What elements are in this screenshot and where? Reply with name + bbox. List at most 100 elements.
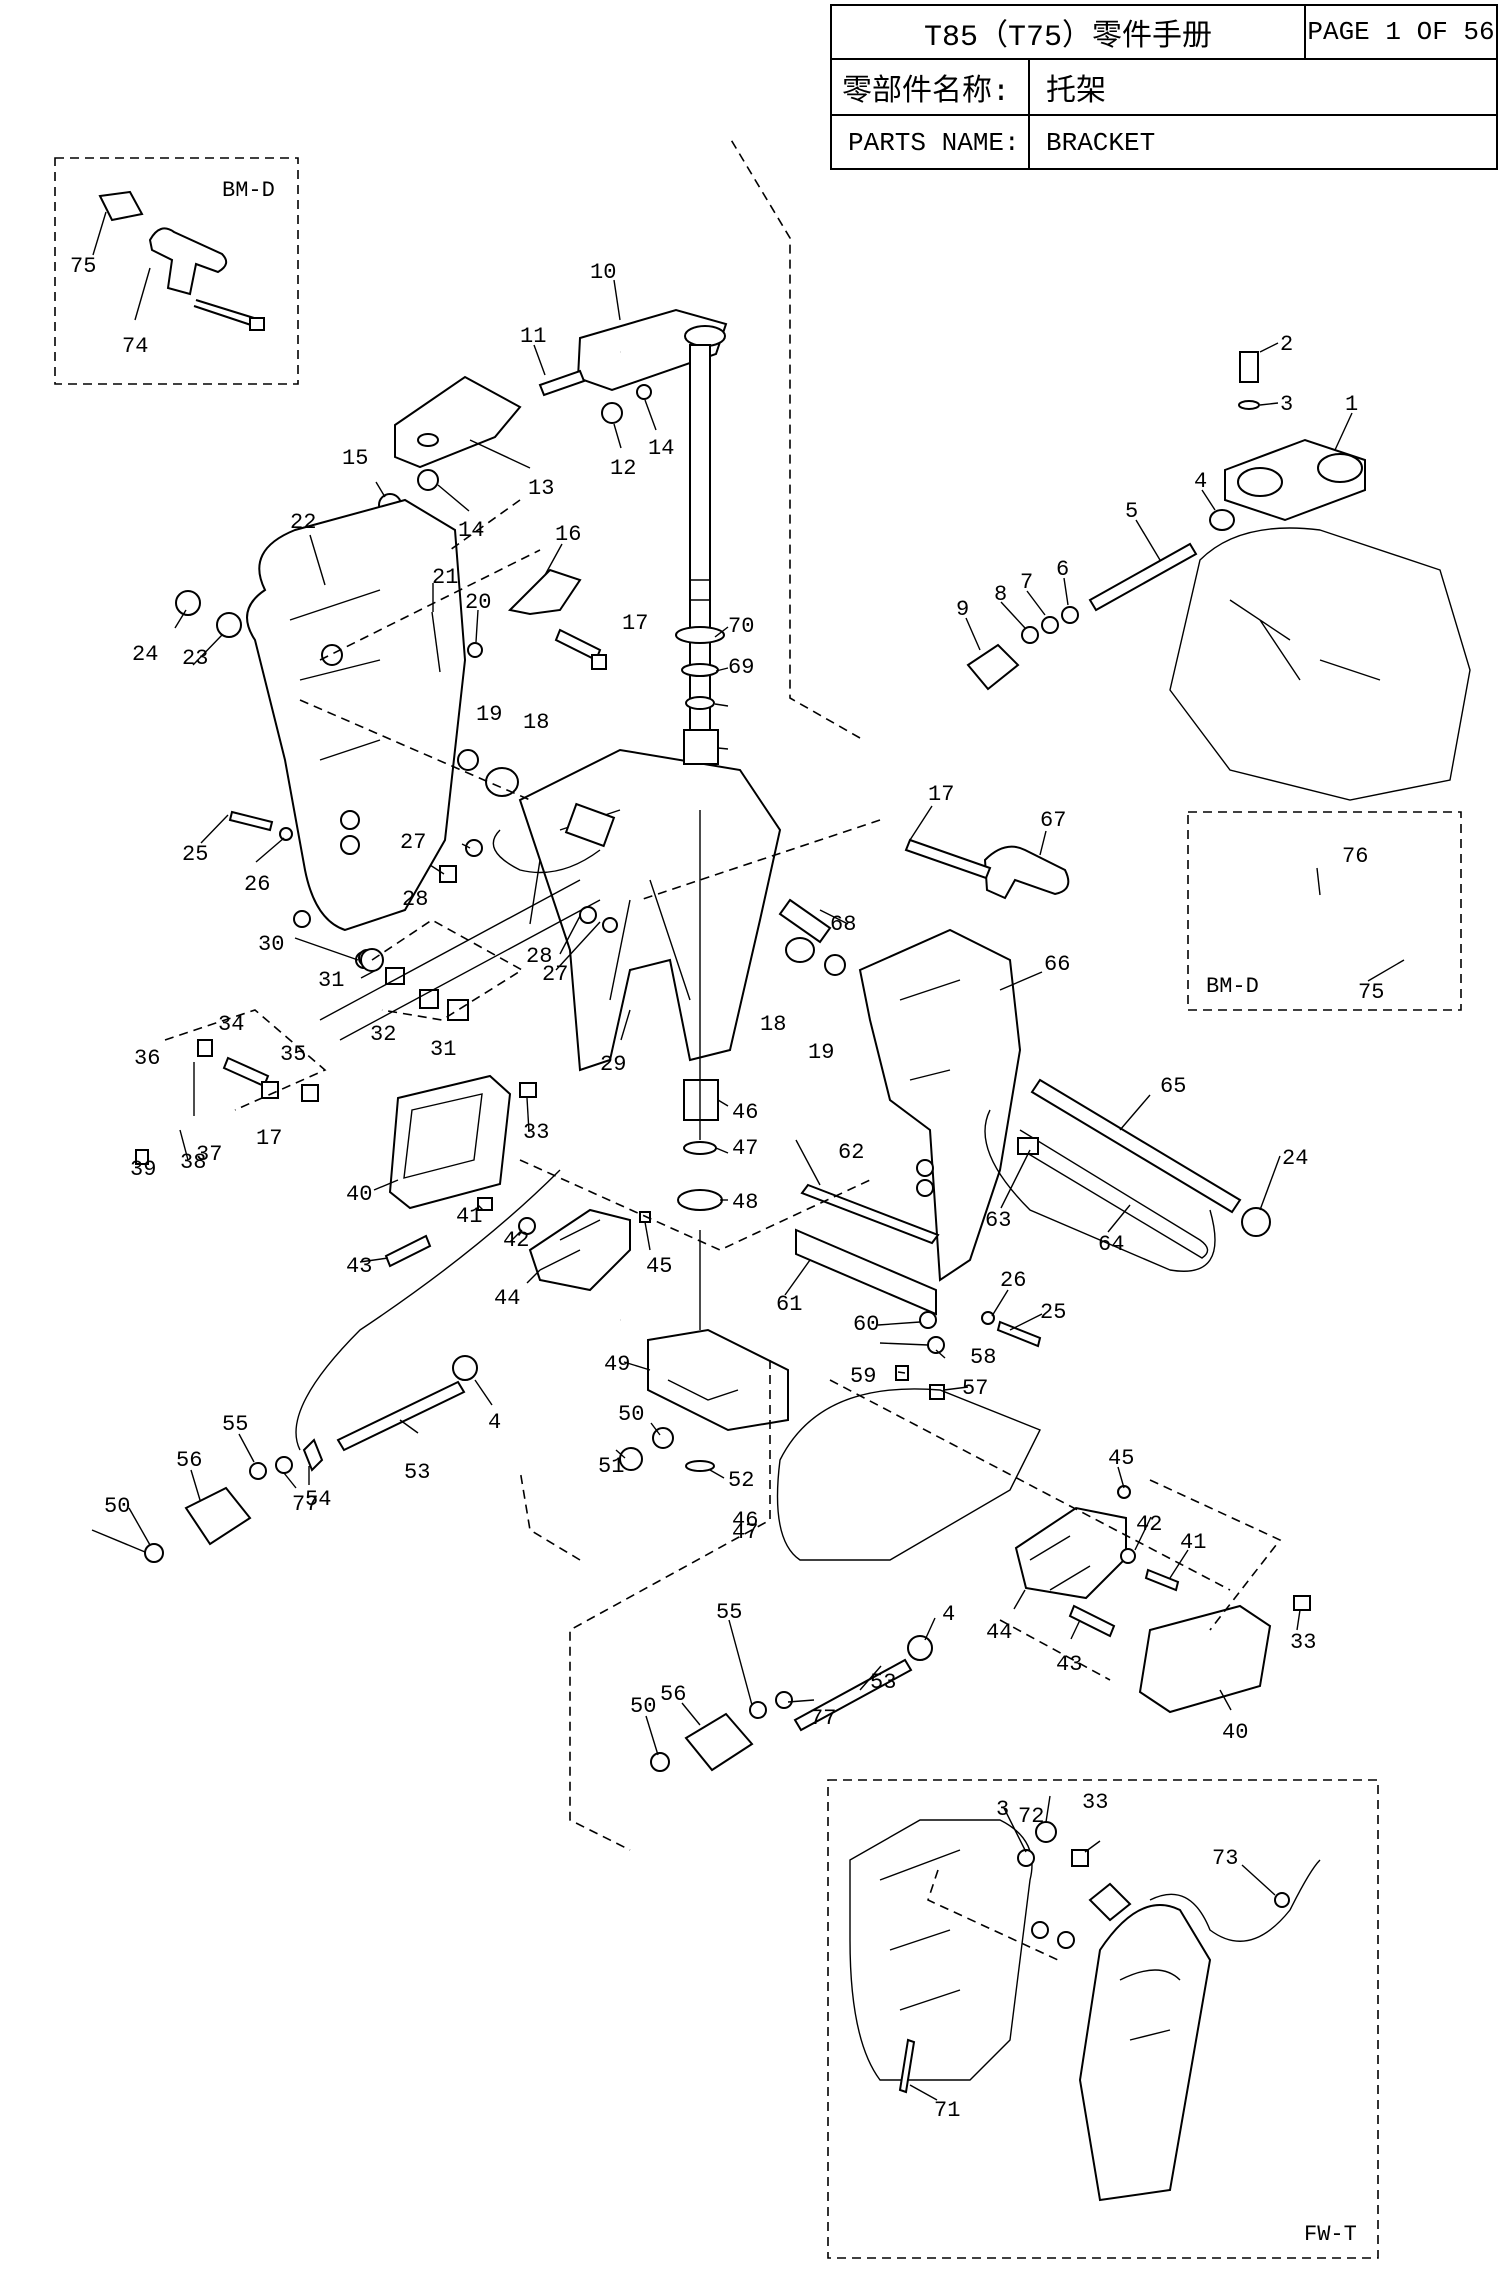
- callout: 19: [476, 702, 502, 727]
- callout: 46: [732, 1508, 758, 1533]
- callout: 36: [134, 1046, 160, 1071]
- callout: 69: [728, 655, 754, 680]
- callout: 67: [1040, 808, 1066, 833]
- callout: 76: [1342, 844, 1368, 869]
- parts-name-value-en: BRACKET: [1046, 128, 1156, 158]
- variant-label-fwt: FW-T: [1304, 2222, 1357, 2247]
- callout: 30: [258, 932, 284, 957]
- callout: 37: [196, 1142, 222, 1167]
- callout: 24: [132, 642, 158, 667]
- callout: 21: [432, 565, 458, 590]
- callout: 63: [985, 1208, 1011, 1233]
- callout: 4: [1194, 469, 1207, 494]
- callout: 41: [1180, 1530, 1206, 1555]
- callout: 17: [928, 782, 954, 807]
- callout: 22: [290, 510, 316, 535]
- callout: 62: [838, 1140, 864, 1165]
- callout: 58: [970, 1345, 996, 1370]
- callout: 26: [1000, 1268, 1026, 1293]
- plate-61: [795, 1228, 937, 1316]
- callout: 61: [776, 1292, 802, 1317]
- callout: 3: [996, 1797, 1009, 1822]
- tilt-tube-65: [1030, 1078, 1242, 1214]
- callout: 72: [1018, 1804, 1044, 1829]
- callout: 74: [122, 334, 148, 359]
- title-row: T85（T75）零件手册 PAGE 1 OF 56: [832, 6, 1496, 60]
- callout: 14: [458, 518, 484, 543]
- callout: 28: [402, 887, 428, 912]
- callout: 50: [618, 1402, 644, 1427]
- callout: 29: [600, 1052, 626, 1077]
- callout: 27: [542, 962, 568, 987]
- callout: 2: [1280, 332, 1293, 357]
- callout: 1: [1345, 392, 1358, 417]
- callout: 11: [520, 324, 546, 349]
- callout: 47: [732, 1136, 758, 1161]
- callout: 16: [555, 522, 581, 547]
- callout: 41: [456, 1204, 482, 1229]
- callout: 54: [305, 1487, 331, 1512]
- parts-name-label-en: PARTS NAME:: [848, 128, 1020, 158]
- callout: 55: [716, 1600, 742, 1625]
- callout: 5: [1125, 499, 1138, 524]
- callout: 25: [182, 842, 208, 867]
- callout: 77: [292, 1492, 318, 1517]
- callout: 3: [1280, 392, 1293, 417]
- callout: 4: [488, 1410, 501, 1435]
- parts-name-label-cn: 零部件名称:: [842, 75, 1011, 110]
- plate-13: [394, 375, 522, 469]
- callout: 66: [1044, 952, 1070, 977]
- callout: 33: [1082, 1790, 1108, 1815]
- callout: 12: [610, 456, 636, 481]
- callout: 53: [870, 1670, 896, 1695]
- callout: 13: [528, 476, 554, 501]
- callout: 20: [465, 590, 491, 615]
- callout: 4: [942, 1602, 955, 1627]
- bmd-right-inset-box: [1187, 811, 1462, 1011]
- callout: 42: [503, 1228, 529, 1253]
- callout: 27: [400, 830, 426, 855]
- bmd-top-parts: [98, 190, 265, 331]
- callout: 9: [956, 597, 969, 622]
- variant-label-bmd-right: BM-D: [1206, 974, 1259, 999]
- callout: 33: [1290, 1630, 1316, 1655]
- callout: 75: [1358, 980, 1384, 1005]
- clamp-bracket-left: [246, 498, 467, 932]
- callout: 15: [342, 446, 368, 471]
- callout: 43: [346, 1254, 372, 1279]
- callout: 73: [1212, 1846, 1238, 1871]
- fwt-inset-box: [827, 1779, 1379, 2259]
- callout: 8: [994, 582, 1007, 607]
- callout: 55: [222, 1412, 248, 1437]
- callout: 65: [1160, 1074, 1186, 1099]
- callout: 49: [604, 1352, 630, 1377]
- callout: 64: [1098, 1232, 1124, 1257]
- plate-62: [800, 1183, 940, 1245]
- callout: 6: [1056, 557, 1069, 582]
- callout: 48: [732, 1190, 758, 1215]
- callout: 51: [598, 1454, 624, 1479]
- parts-name-cn-row: 零部件名称: 托架: [832, 60, 1496, 116]
- document-title: T85（T75）零件手册: [923, 20, 1213, 55]
- callout: 56: [660, 1682, 686, 1707]
- callout: 18: [523, 710, 549, 735]
- callout: 34: [218, 1012, 244, 1037]
- callout: 44: [986, 1620, 1012, 1645]
- callout: 19: [808, 1040, 834, 1065]
- callout: 70: [728, 614, 754, 639]
- callout: 38: [180, 1150, 206, 1175]
- mount-clamp-1: [1224, 438, 1366, 522]
- callout: 31: [318, 968, 344, 993]
- callout: 14: [648, 436, 674, 461]
- callout: 35: [280, 1042, 306, 1067]
- callout: 75: [70, 254, 96, 279]
- callout: 17: [256, 1126, 282, 1151]
- callout: 18: [760, 1012, 786, 1037]
- callout: 45: [646, 1254, 672, 1279]
- variant-label-bmd-top: BM-D: [222, 178, 275, 203]
- callout: 33: [523, 1120, 549, 1145]
- callout-labels: 1 2 3 4 5 6 7 8 9 10 11 12 13 14 14 15 1…: [70, 254, 1384, 2123]
- callout: 56: [176, 1448, 202, 1473]
- callout: 46: [732, 1100, 758, 1125]
